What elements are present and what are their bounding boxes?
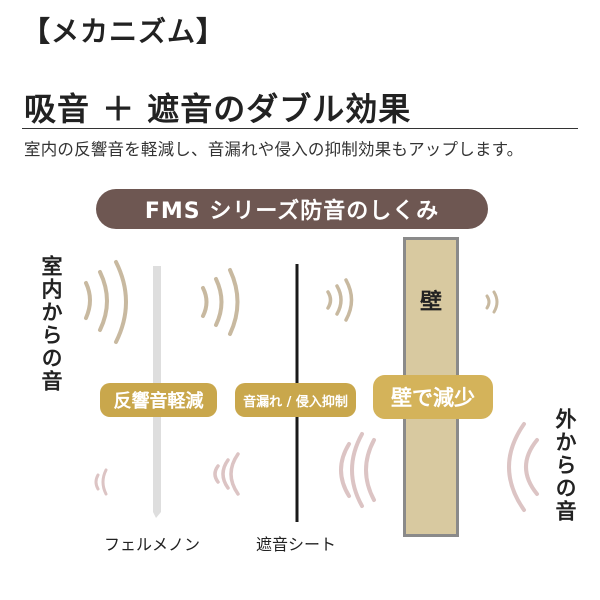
wave-arc bbox=[114, 260, 128, 344]
wave-arc bbox=[101, 468, 108, 496]
heading-divider bbox=[22, 128, 578, 129]
wave-arc bbox=[229, 452, 240, 496]
reflection-reduction-badge: 反響音軽減 bbox=[100, 383, 217, 417]
wave-arc bbox=[84, 281, 92, 320]
wave-arc bbox=[335, 284, 343, 316]
leak-suppression-badge: 音漏れ / 侵入抑制 bbox=[235, 383, 356, 417]
wave-arc bbox=[524, 438, 539, 496]
felmenon-caption: フェルメノン bbox=[104, 535, 201, 554]
wall-label: 壁 bbox=[419, 290, 442, 315]
diagram-title: FMS シリーズ防音のしくみ bbox=[96, 189, 488, 229]
mechanism-title: 【メカニズム】 bbox=[22, 15, 226, 48]
outdoor-sound-waves bbox=[94, 422, 539, 512]
wave-arc bbox=[94, 473, 100, 491]
indoor-sound-label: 室内からの音 bbox=[39, 255, 63, 393]
wave-arc bbox=[485, 294, 491, 310]
wave-arc bbox=[350, 432, 364, 508]
wave-arc bbox=[221, 458, 230, 490]
wave-arc bbox=[326, 290, 333, 310]
wave-arc bbox=[98, 270, 109, 332]
sound-sheet-caption: 遮音シート bbox=[256, 535, 337, 554]
wave-arc bbox=[201, 286, 209, 318]
wave-arc bbox=[507, 422, 526, 512]
indoor-sound-waves bbox=[84, 260, 499, 344]
subtitle: 室内の反響音を軽減し、音漏れや侵入の抑制効果もアップします。 bbox=[24, 140, 524, 159]
wave-arc bbox=[214, 277, 224, 327]
main-heading: 吸音 ＋ 遮音のダブル効果 bbox=[24, 90, 412, 128]
wave-arc bbox=[364, 438, 376, 502]
wave-arc bbox=[213, 464, 220, 484]
wave-arc bbox=[492, 290, 499, 314]
wave-arc bbox=[344, 278, 354, 322]
outdoor-sound-label: 外からの音 bbox=[553, 408, 577, 523]
wave-arc bbox=[228, 268, 240, 336]
wall-reduction-badge: 壁で減少 bbox=[373, 375, 493, 419]
wave-arc bbox=[339, 442, 351, 498]
